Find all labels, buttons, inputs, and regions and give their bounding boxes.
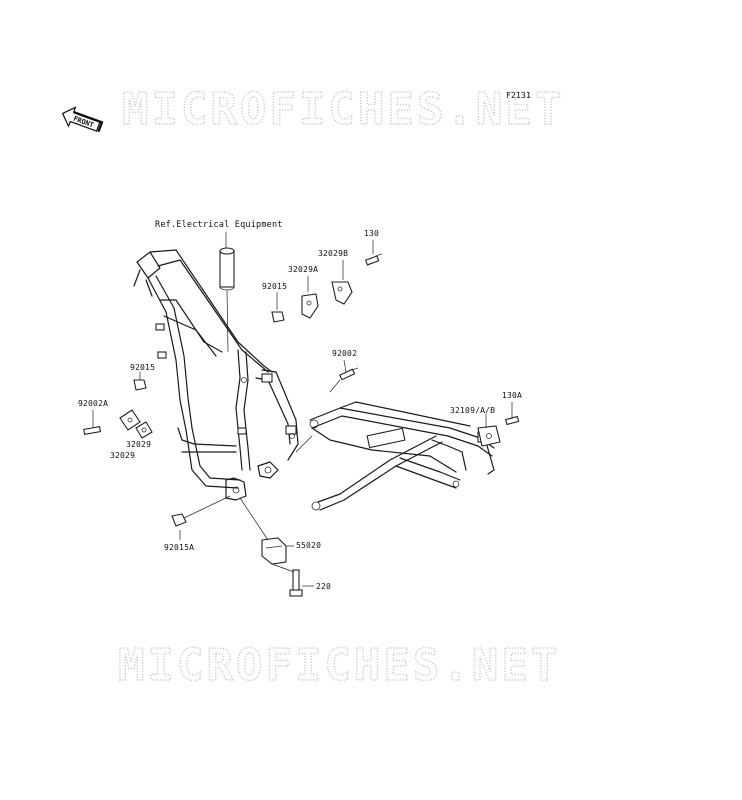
front-arrow-icon: FRONT: [61, 106, 104, 133]
bolt-92002: [339, 367, 359, 381]
reference-note: Ref.Electrical Equipment: [155, 220, 283, 230]
front-arrow-label: FRONT: [72, 115, 95, 130]
label-32029-b: 32029: [110, 451, 135, 460]
bracket-32109: [477, 425, 501, 447]
bolt-92002A: [83, 426, 102, 435]
nut-92015A: [171, 513, 187, 527]
plate-32029-b: [135, 421, 153, 439]
bolt-130A: [505, 415, 520, 426]
label-32029A: 32029A: [288, 265, 318, 274]
label-55020: 55020: [296, 541, 321, 550]
sub-frame: [309, 401, 495, 511]
figure-code: F2131: [506, 91, 531, 100]
mount-55020: [261, 537, 287, 565]
cylinder-part: [219, 247, 235, 291]
nut-92015-top: [271, 311, 285, 323]
label-220: 220: [316, 582, 331, 591]
label-92015A: 92015A: [164, 543, 194, 552]
label-130A: 130A: [502, 391, 522, 400]
bolt-220: [289, 569, 303, 597]
bolt-130: [364, 253, 383, 266]
plate-32029B: [331, 281, 353, 305]
main-frame: [133, 249, 299, 501]
label-92015-top: 92015: [262, 282, 287, 291]
label-130: 130: [364, 229, 379, 238]
label-32109: 32109/A/B: [450, 406, 495, 415]
label-92002A: 92002A: [78, 399, 108, 408]
label-92015-left: 92015: [130, 363, 155, 372]
label-92002: 92002: [332, 349, 357, 358]
plate-32029A: [301, 293, 319, 319]
plate-32029-a: [119, 409, 141, 431]
watermark-bottom: MICROFICHES.NET: [118, 640, 560, 691]
nut-92015-left: [133, 379, 147, 391]
watermark-top: MICROFICHES.NET: [122, 84, 564, 135]
label-32029-a: 32029: [126, 440, 151, 449]
label-32029B: 32029B: [318, 249, 348, 258]
